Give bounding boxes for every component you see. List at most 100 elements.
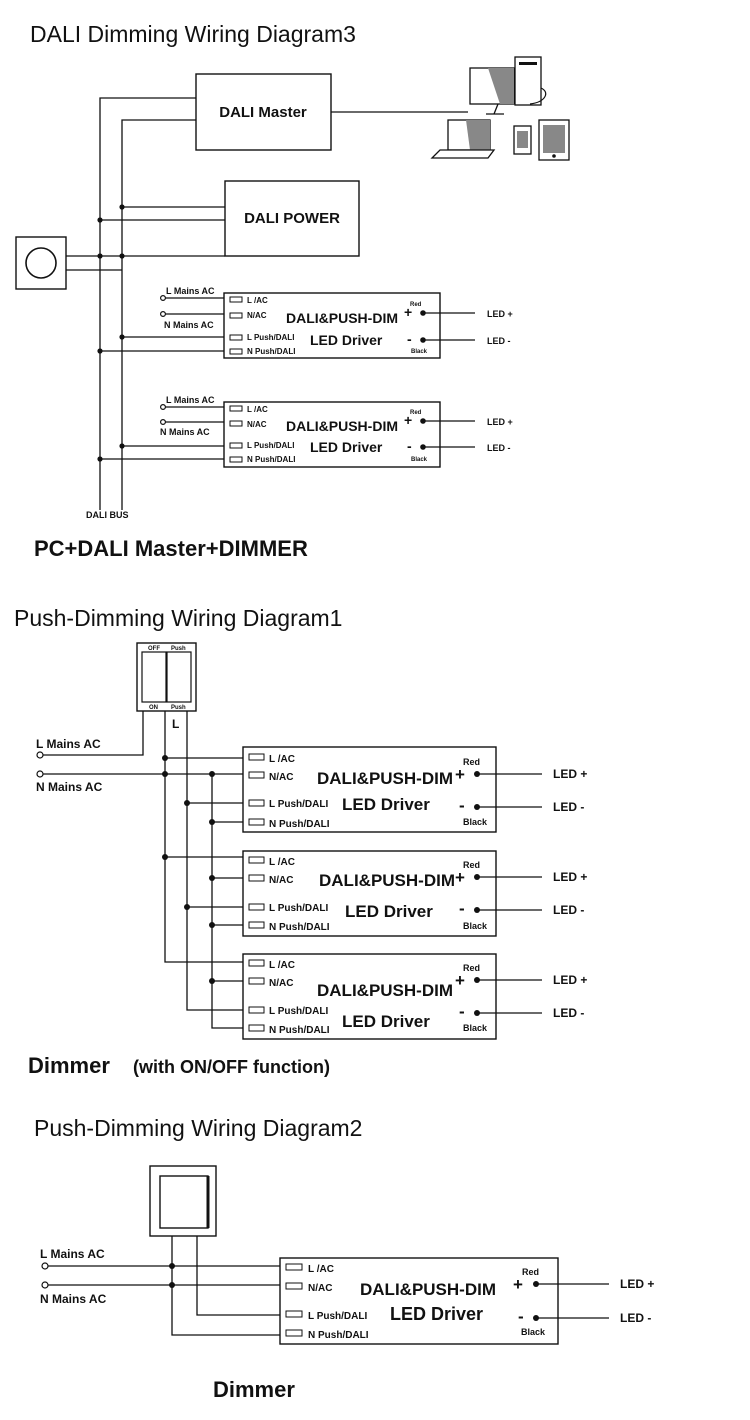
led-minus-label: LED - <box>553 1006 584 1020</box>
pin-n-ac: N/AC <box>269 772 293 783</box>
dali-bus-label: DALI BUS <box>86 510 129 520</box>
diagram1-driver-1: L /AC N/AC L Push/DALI N Push/DALI DALI&… <box>242 746 587 833</box>
pin-l-push: L Push/DALI <box>247 333 294 342</box>
minus-sign: - <box>459 1002 465 1021</box>
led-minus-label: LED - <box>553 903 584 917</box>
dimmer-switch-icon <box>149 1165 217 1237</box>
l-mains-label: L Mains AC <box>40 1247 105 1261</box>
driver-type: LED Driver <box>342 1012 430 1031</box>
driver-name: DALI&PUSH-DIM <box>317 769 453 788</box>
switch-off-label: OFF <box>148 646 160 652</box>
n-mains-label: N Mains AC <box>160 427 210 437</box>
pin-l-push: L Push/DALI <box>308 1311 367 1322</box>
pin-n-ac: N/AC <box>308 1283 332 1294</box>
pin-l-push: L Push/DALI <box>247 441 294 450</box>
pin-l-ac: L /AC <box>308 1264 334 1275</box>
led-plus-label: LED + <box>553 870 587 884</box>
driver-name: DALI&PUSH-DIM <box>319 871 455 890</box>
pin-n-push: N Push/DALI <box>269 1025 330 1036</box>
minus-sign: - <box>459 796 465 815</box>
diagram1-caption-main: Dimmer <box>28 1053 110 1078</box>
driver-type: LED Driver <box>342 795 430 814</box>
driver-name: DALI&PUSH-DIM <box>286 310 398 326</box>
led-minus-label: LED - <box>620 1311 651 1325</box>
led-plus-label: LED + <box>553 767 587 781</box>
pin-l-ac: L /AC <box>269 857 295 868</box>
computer-devices-icon <box>430 56 570 161</box>
diagram1-caption-sub: (with ON/OFF function) <box>133 1057 330 1077</box>
pin-n-push: N Push/DALI <box>247 455 295 464</box>
minus-sign: - <box>459 899 465 918</box>
dali-master-label: DALI Master <box>219 104 307 121</box>
pin-n-ac: N/AC <box>247 311 267 320</box>
diagram1-driver-3: L /AC N/AC L Push/DALI N Push/DALI DALI&… <box>242 953 587 1040</box>
led-plus-label: LED + <box>487 417 513 427</box>
led-plus-label: LED + <box>620 1277 654 1291</box>
diagram1-heading: Push-Dimming Wiring Diagram1 <box>14 605 342 631</box>
driver-type: LED Driver <box>310 439 383 455</box>
minus-sign: - <box>407 331 412 347</box>
black-label: Black <box>411 349 428 355</box>
red-label: Red <box>410 410 422 416</box>
diagram2-caption: Dimmer <box>213 1377 295 1402</box>
l-mains-label: L Mains AC <box>36 737 101 751</box>
n-mains-label: N Mains AC <box>40 1292 107 1306</box>
pin-l-ac: L /AC <box>247 405 268 414</box>
pin-n-ac: N/AC <box>269 978 293 989</box>
red-label: Red <box>522 1267 539 1277</box>
plus-sign: + <box>455 765 465 784</box>
driver-name: DALI&PUSH-DIM <box>286 418 398 434</box>
black-label: Black <box>411 457 428 463</box>
pin-l-push: L Push/DALI <box>269 903 328 914</box>
dali-power-label: DALI POWER <box>244 210 340 227</box>
driver-type: LED Driver <box>345 902 433 921</box>
pin-l-ac: L /AC <box>247 296 268 305</box>
pin-l-push: L Push/DALI <box>269 799 328 810</box>
l-mains-label: L Mains AC <box>166 286 215 296</box>
diagram2-heading: Push-Dimming Wiring Diagram2 <box>34 1115 362 1141</box>
dimmer-knob <box>15 236 67 290</box>
black-label: Black <box>463 817 488 827</box>
diagram3-driver-2: L Mains AC N Mains AC L /AC N/AC L Push/… <box>160 395 513 468</box>
red-label: Red <box>463 860 480 870</box>
switch-l-label: L <box>172 717 179 731</box>
red-label: Red <box>463 963 480 973</box>
diagram1: Push-Dimming Wiring Diagram1 OFF Push ON… <box>14 605 587 1078</box>
diagram1-driver-2: L /AC N/AC L Push/DALI N Push/DALI DALI&… <box>242 850 587 937</box>
plus-sign: + <box>455 868 465 887</box>
black-label: Black <box>463 921 488 931</box>
diagram3-driver-1: L Mains AC N Mains AC L /AC N/AC L Push/… <box>160 286 513 359</box>
red-label: Red <box>463 757 480 767</box>
dali-power-box: DALI POWER <box>224 180 360 257</box>
diagram3-caption: PC+DALI Master+DIMMER <box>34 536 308 561</box>
plus-sign: + <box>513 1275 523 1294</box>
pin-n-push: N Push/DALI <box>247 347 295 356</box>
red-label: Red <box>410 302 422 308</box>
driver-name: DALI&PUSH-DIM <box>317 981 453 1000</box>
diagram2: Push-Dimming Wiring Diagram2 L Mains AC … <box>34 1115 654 1402</box>
driver-type: LED Driver <box>390 1304 483 1324</box>
black-label: Black <box>521 1327 546 1337</box>
driver-type: LED Driver <box>310 332 383 348</box>
minus-sign: - <box>407 438 412 454</box>
pin-n-push: N Push/DALI <box>308 1330 369 1341</box>
switch-push-top-label: Push <box>171 646 186 652</box>
led-minus-label: LED - <box>487 443 511 453</box>
pin-l-ac: L /AC <box>269 960 295 971</box>
pin-n-ac: N/AC <box>247 420 267 429</box>
pin-l-ac: L /AC <box>269 754 295 765</box>
black-label: Black <box>463 1023 488 1033</box>
diagram2-driver: L /AC N/AC L Push/DALI N Push/DALI DALI&… <box>279 1257 654 1345</box>
diagram3: DALI Dimming Wiring Diagram3 DALI Master <box>15 21 570 561</box>
plus-sign: + <box>455 971 465 990</box>
led-plus-label: LED + <box>487 309 513 319</box>
dali-master-box: DALI Master <box>195 73 332 151</box>
led-plus-label: LED + <box>553 973 587 987</box>
switch-on-label: ON <box>149 705 158 711</box>
driver-name: DALI&PUSH-DIM <box>360 1280 496 1299</box>
plus-sign: + <box>404 412 412 428</box>
pin-n-ac: N/AC <box>269 875 293 886</box>
minus-sign: - <box>518 1307 524 1326</box>
n-mains-label: N Mains AC <box>36 780 103 794</box>
